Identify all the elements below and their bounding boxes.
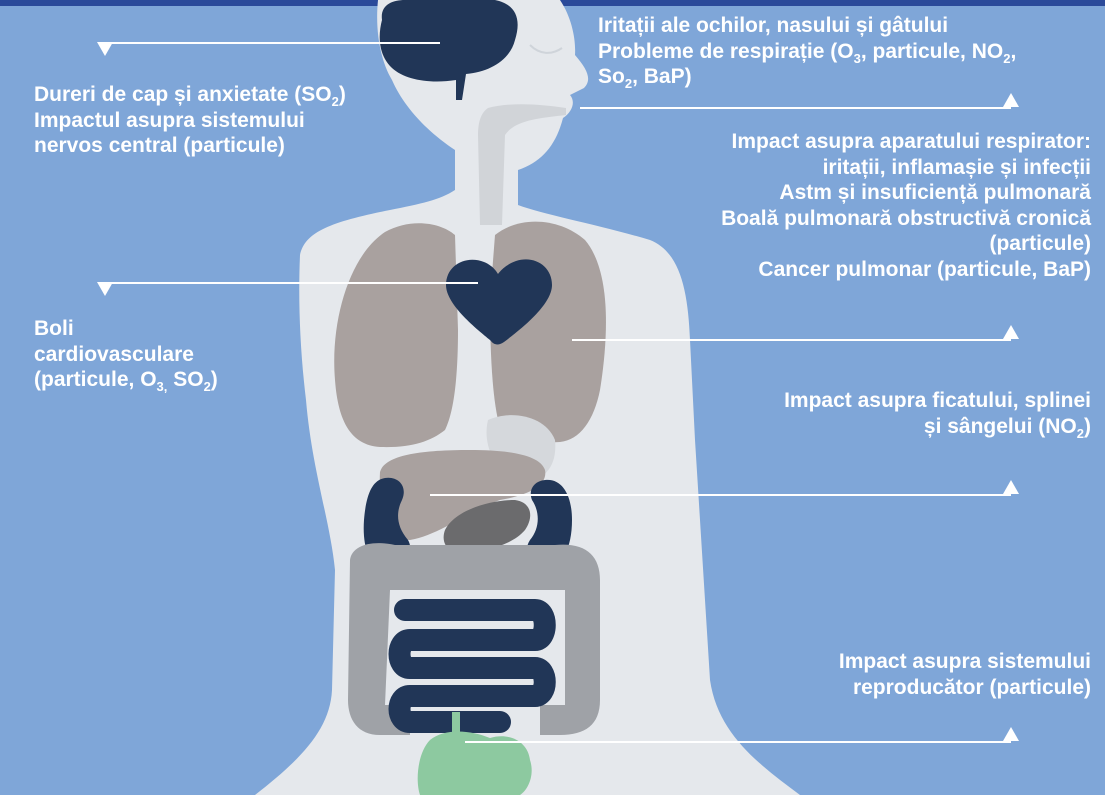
label-respiratory-line5: (particule) — [721, 231, 1091, 257]
label-reproductive-line2: reproducător (particule) — [839, 675, 1091, 701]
label-reproductive: Impact asupra sistemului reproducător (p… — [839, 649, 1091, 700]
label-cardiovascular: Boli cardiovasculare (particule, O3, SO2… — [34, 316, 218, 393]
urethra — [452, 712, 460, 742]
label-respiratory-line3: Astm și insuficiență pulmonară — [721, 180, 1091, 206]
label-respiratory: Impact asupra aparatului respirator: iri… — [721, 129, 1091, 282]
label-headache-line2: Impactul asupra sistemului — [34, 108, 346, 134]
label-headache: Dureri de cap și anxietate (SO2) Impactu… — [34, 82, 346, 159]
label-liver-spleen: Impact asupra ficatului, splinei și sâng… — [784, 388, 1091, 439]
label-respiratory-line1: Impact asupra aparatului respirator: — [721, 129, 1091, 155]
pointer-eyes — [580, 93, 1019, 108]
label-respiratory-line4: Boală pulmonară obstructivă cronică — [721, 206, 1091, 232]
label-respiratory-line6: Cancer pulmonar (particule, BaP) — [721, 257, 1091, 283]
label-respiratory-line2: iritații, inflamașie și infecții — [721, 155, 1091, 181]
label-cardio-line2: cardiovasculare — [34, 342, 218, 368]
label-eyes-line1: Iritații ale ochilor, nasului și gâtului — [598, 13, 1016, 39]
label-headache-line1: Dureri de cap și anxietate (SO2) — [34, 82, 346, 108]
label-reproductive-line1: Impact asupra sistemului — [839, 649, 1091, 675]
label-eyes-breathing: Iritații ale ochilor, nasului și gâtului… — [598, 13, 1016, 90]
label-eyes-line2: Probleme de respirație (O3, particule, N… — [598, 39, 1016, 65]
label-eyes-line3: So2, BaP) — [598, 64, 1016, 90]
label-liver-line1: Impact asupra ficatului, splinei — [784, 388, 1091, 414]
label-liver-line2: și sângelui (NO2) — [784, 414, 1091, 440]
label-headache-line3: nervos central (particule) — [34, 133, 346, 159]
label-cardio-line3: (particule, O3, SO2) — [34, 367, 218, 393]
label-cardio-line1: Boli — [34, 316, 218, 342]
